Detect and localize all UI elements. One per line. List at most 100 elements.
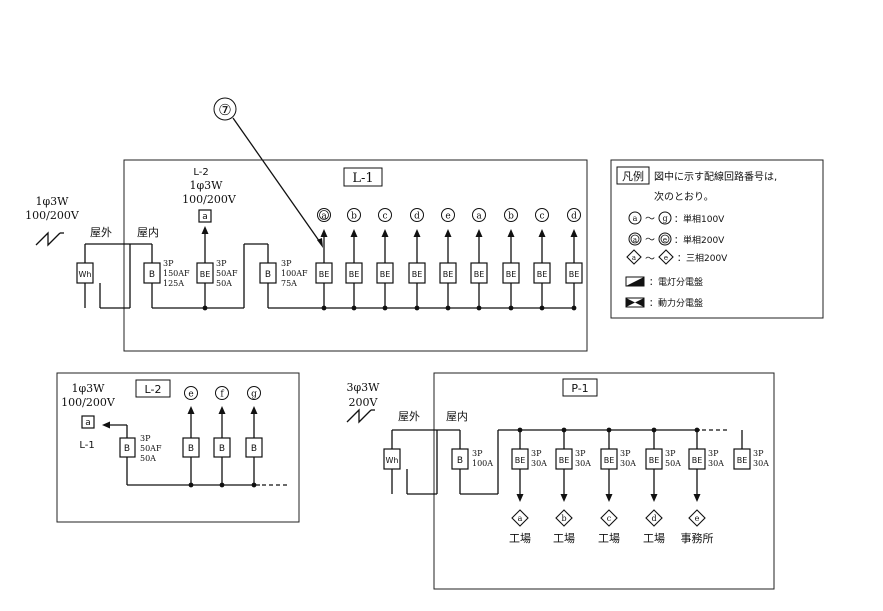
load-destination: 工場 bbox=[553, 532, 575, 545]
branch-breaker-label: BE bbox=[515, 456, 526, 465]
branch-breaker-label: BE bbox=[537, 270, 548, 279]
branch-breaker-label: BE bbox=[412, 270, 423, 279]
circuit-terminal bbox=[347, 208, 361, 222]
l2-supply: 1φ3W bbox=[71, 382, 105, 395]
load-diamond bbox=[688, 509, 706, 527]
arrow-icon bbox=[250, 406, 258, 414]
branch-breaker-label: BE bbox=[474, 270, 485, 279]
legend-r2-from: a bbox=[633, 236, 637, 244]
circuit-terminal bbox=[567, 208, 581, 222]
main-outdoor: 屋外 bbox=[90, 226, 112, 239]
circuit-mark: e bbox=[188, 390, 193, 400]
branch-breaker-label: BE bbox=[349, 270, 360, 279]
main-voltage: 100/200V bbox=[25, 209, 80, 222]
l1-sub-breaker[interactable]: B bbox=[265, 270, 271, 280]
load-mark: d bbox=[651, 514, 656, 523]
circuit-terminal bbox=[472, 208, 486, 222]
circuit-terminal bbox=[215, 386, 229, 400]
load-diamond bbox=[555, 509, 573, 527]
legend-r1-desc: ：単相100V bbox=[674, 213, 725, 225]
panel-l1-title: L-1 bbox=[352, 171, 373, 186]
l1-main-breaker[interactable]: B bbox=[149, 270, 155, 280]
arrow-icon bbox=[350, 229, 358, 237]
circuit-mark: d bbox=[571, 212, 577, 222]
p1-lightning-icon bbox=[346, 408, 372, 424]
branch-spec: 3P bbox=[708, 449, 719, 458]
branch-spec: 3P bbox=[575, 449, 586, 458]
legend-r2-desc: ：単相200V bbox=[674, 234, 725, 246]
p1-meter: Wh bbox=[386, 456, 399, 465]
main-incoming: 1φ3W 100/200V 屋外 屋内 Wh bbox=[25, 195, 159, 309]
l1-sub-spec-3: 75A bbox=[281, 279, 297, 288]
branch-breaker[interactable] bbox=[733, 448, 751, 470]
lighting-panel-icon bbox=[625, 276, 645, 287]
branch-spec: 30A bbox=[708, 459, 724, 468]
l2-main-spec-3: 50A bbox=[140, 454, 156, 463]
arrow-icon bbox=[320, 229, 328, 237]
branch-breaker-label: BE bbox=[506, 270, 517, 279]
circuit-mark: e bbox=[445, 212, 450, 222]
l2-main-spec-1: 3P bbox=[140, 434, 151, 443]
l1-sub-spec-1: 3P bbox=[281, 259, 292, 268]
p1-main-breaker[interactable]: B bbox=[457, 456, 463, 466]
load-mark: a bbox=[518, 514, 523, 523]
arrow-icon bbox=[413, 229, 421, 237]
branch-spec: 30A bbox=[531, 459, 547, 468]
main-supply: 1φ3W bbox=[35, 195, 69, 208]
circuit-terminal bbox=[378, 208, 392, 222]
callout-group: ⑦ bbox=[213, 97, 323, 248]
circuit-mark: d bbox=[414, 212, 420, 222]
main-meter: Wh bbox=[79, 270, 92, 279]
load-diamond bbox=[645, 509, 663, 527]
l2-main-breaker[interactable]: B bbox=[124, 444, 130, 454]
legend-r3-desc: ：三相200V bbox=[677, 252, 728, 264]
power-panel-icon bbox=[625, 297, 645, 308]
p1-voltage: 200V bbox=[349, 396, 379, 409]
arrow-icon bbox=[475, 229, 483, 237]
arrow-icon bbox=[605, 494, 613, 502]
main-indoor: 屋内 bbox=[137, 225, 159, 239]
load-mark: b bbox=[561, 514, 566, 523]
l1-feeder-spec-2: 50AF bbox=[216, 269, 238, 278]
l1-main-spec-1: 3P bbox=[163, 259, 174, 268]
circuit-terminal bbox=[184, 386, 198, 400]
legend-r3-to: e bbox=[664, 254, 668, 262]
arrow-icon bbox=[381, 229, 389, 237]
load-diamond bbox=[600, 509, 618, 527]
branch-spec: 30A bbox=[753, 459, 769, 468]
l2-src-mark: a bbox=[85, 418, 91, 428]
legend-r1-from: a bbox=[633, 214, 638, 223]
branch-breaker-label: B bbox=[251, 444, 257, 454]
panel-p1-frame bbox=[433, 372, 775, 590]
circuit-terminal-inner bbox=[319, 210, 329, 220]
legend-title: 凡例 bbox=[622, 169, 644, 183]
branch-breaker-label: BE bbox=[559, 456, 570, 465]
legend-r4: ：電灯分電盤 bbox=[649, 276, 703, 288]
load-diamond bbox=[511, 509, 529, 527]
arrow-icon bbox=[218, 406, 226, 414]
l1-feeder-spec-1: 3P bbox=[216, 259, 227, 268]
l2-src-name: L-1 bbox=[79, 440, 94, 451]
branch-spec: 3P bbox=[665, 449, 676, 458]
circuit-terminal bbox=[504, 208, 518, 222]
legend-r1-to: g bbox=[662, 214, 667, 223]
l2-feeder-mark: a bbox=[202, 212, 208, 222]
l1-feeder-spec-3: 50A bbox=[216, 279, 232, 288]
branch-breaker-label: BE bbox=[649, 456, 660, 465]
panel-l1-frame bbox=[123, 159, 588, 352]
branch-spec: 3P bbox=[620, 449, 631, 458]
circuit-terminal bbox=[441, 208, 455, 222]
branch-spec: 30A bbox=[575, 459, 591, 468]
load-mark: e bbox=[695, 514, 700, 523]
load-destination: 工場 bbox=[643, 532, 665, 545]
legend-r1-tilde: ～ bbox=[645, 214, 655, 225]
legend-r3-from: a bbox=[632, 254, 636, 262]
legend-r3-tilde: ～ bbox=[645, 254, 655, 265]
panel-l2-frame bbox=[56, 372, 300, 523]
p1-supply: 3φ3W bbox=[346, 381, 380, 394]
l1-feeder-breaker[interactable]: BE bbox=[200, 270, 211, 279]
legend-text-1: 図中に示す配線回路番号は, bbox=[654, 170, 777, 183]
arrow-icon bbox=[516, 494, 524, 502]
